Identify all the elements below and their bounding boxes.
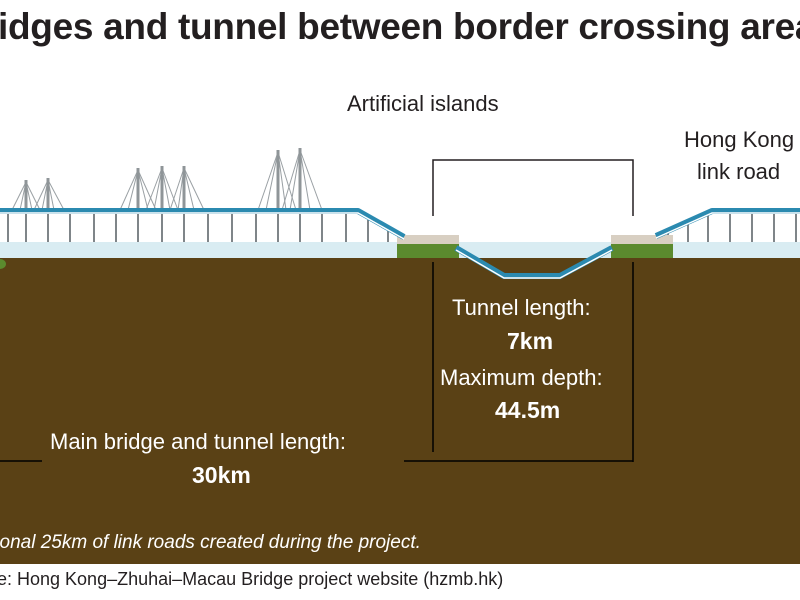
page-title: idges and tunnel between border crossing… <box>0 6 800 47</box>
hong-kong-link-road <box>654 208 800 239</box>
pylon-group-3 <box>257 148 323 212</box>
shore-marker <box>0 259 6 269</box>
main-length-value: 30km <box>192 462 251 488</box>
tunnel-length-label: Tunnel length: <box>452 295 591 320</box>
bridge-piers-right <box>667 214 797 242</box>
artificial-island-left <box>397 235 459 258</box>
max-depth-value: 44.5m <box>495 397 561 423</box>
max-depth-label: Maximum depth: <box>440 365 603 390</box>
tunnel-dimension-lines <box>432 262 634 462</box>
artificial-islands-label: Artificial islands <box>347 91 499 116</box>
cable-stay-towers <box>11 148 323 212</box>
footnote: tional 25km of link roads created during… <box>0 532 421 553</box>
pylon-group-1 <box>11 178 65 212</box>
islands-bracket <box>432 159 634 216</box>
undersea-tunnel <box>454 245 614 279</box>
artificial-island-right <box>611 235 673 258</box>
pylon-group-2 <box>119 166 205 212</box>
seabed-ground <box>0 258 800 564</box>
main-bridge-deck <box>0 208 406 240</box>
source-credit: ce: Hong Kong–Zhuhai–Macau Bridge projec… <box>0 569 504 589</box>
hk-link-road-label-line2: link road <box>697 159 781 184</box>
hk-link-road-label-line1: Hong Kong <box>684 127 795 152</box>
main-length-label: Main bridge and tunnel length: <box>50 429 346 454</box>
bridge-piers-left <box>7 214 389 242</box>
tunnel-length-value: 7km <box>507 328 554 354</box>
